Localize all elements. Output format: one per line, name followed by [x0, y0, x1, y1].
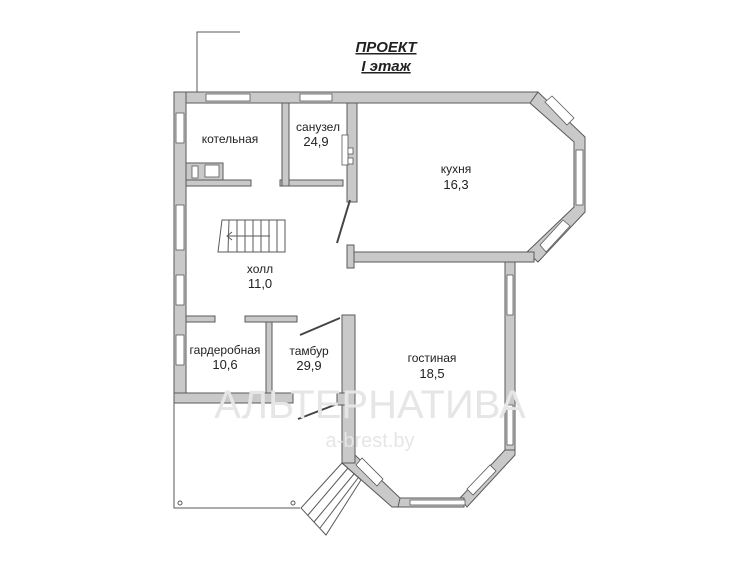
room-sanuzel-area: 24,9 [303, 134, 328, 149]
room-sanuzel-name: санузел [296, 120, 340, 134]
room-labels: котельная санузел 24,9 кухня 16,3 холл 1… [190, 120, 472, 381]
flue-line [196, 31, 240, 92]
walls [173, 91, 586, 508]
doors [297, 199, 351, 420]
room-kotelnaya-name: котельная [202, 132, 258, 146]
watermark-brand: АЛЬТЕРНАТИВА [214, 383, 526, 427]
watermark-site: a-brest.by [326, 430, 415, 452]
room-kitchen-area: 16,3 [443, 177, 468, 192]
staircase [217, 219, 286, 253]
room-hall-name: холл [247, 262, 273, 276]
terrace [173, 403, 362, 536]
room-hall-area: 11,0 [248, 276, 272, 291]
room-wardrobe-name: гардеробная [190, 343, 261, 357]
room-wardrobe-area: 10,6 [212, 357, 237, 372]
room-vestibule-area: 29,9 [296, 358, 321, 373]
room-kitchen-name: кухня [441, 162, 472, 176]
plan-title: ПРОЕКТ [355, 39, 418, 56]
watermark: АЛЬТЕРНАТИВА a-brest.by [214, 383, 526, 452]
room-vestibule-name: тамбур [289, 344, 329, 358]
room-living-area: 18,5 [419, 366, 444, 381]
fixtures [185, 134, 354, 181]
plan-floor: I этаж [361, 58, 411, 75]
room-living-name: гостиная [408, 351, 457, 365]
windows [175, 93, 584, 506]
